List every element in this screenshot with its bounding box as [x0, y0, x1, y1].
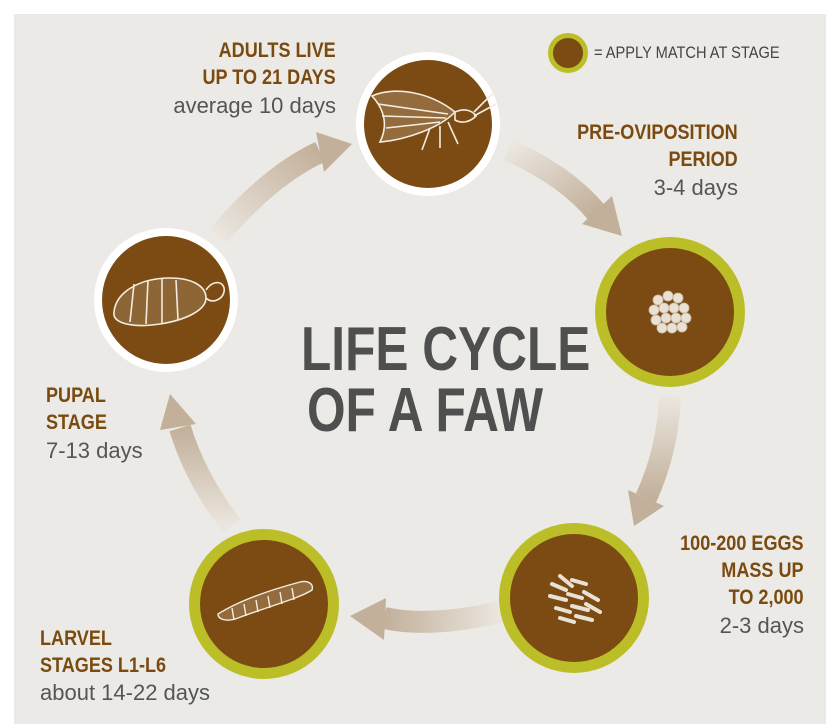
label-eggs-line-1: 100-200 EGGS [681, 533, 804, 554]
arrow-pupal-to-adult [218, 132, 352, 236]
label-preovip-line-1: PRE-OVIPOSITION [577, 122, 738, 143]
label-adults-duration: average 10 days [173, 95, 336, 117]
label-adults: ADULTS LIVE UP TO 21 DAYS average 10 day… [173, 40, 336, 117]
label-pupal-duration: 7-13 days [46, 440, 143, 462]
legend: = APPLY MATCH AT STAGE [548, 34, 810, 72]
arrow-larval-to-pupal [160, 394, 232, 526]
label-pupal-line-2: STAGE [46, 412, 129, 433]
label-eggs: 100-200 EGGS MASS UP TO 2,000 2-3 days [660, 533, 804, 637]
label-adults-line-2: UP TO 21 DAYS [196, 67, 336, 88]
stage-circle-icon [548, 33, 588, 73]
label-eggs-line-3: TO 2,000 [681, 587, 804, 608]
title-line-1: LIFE CYCLE [301, 320, 549, 381]
stage-circle-larval [189, 529, 339, 679]
label-pupal-line-1: PUPAL [46, 385, 129, 406]
label-eggs-duration: 2-3 days [660, 615, 804, 637]
title-line-2: OF A FAW [301, 381, 549, 442]
label-eggs-line-2: MASS UP [681, 560, 804, 581]
stage-circle-pupal [94, 228, 238, 372]
label-preovip-duration: 3-4 days [551, 177, 738, 199]
label-larval-line-2: STAGES L1-L6 [40, 655, 186, 676]
diagram-title: LIFE CYCLE OF A FAW [301, 320, 549, 442]
label-preovip-line-2: PERIOD [577, 149, 738, 170]
arrow-preovip-to-eggs [628, 396, 670, 526]
label-preovip: PRE-OVIPOSITION PERIOD 3-4 days [551, 122, 738, 199]
legend-text: = APPLY MATCH AT STAGE [594, 43, 780, 63]
arrow-eggs-to-larval [350, 598, 500, 640]
label-larval-line-1: LARVEL [40, 628, 186, 649]
label-adults-line-1: ADULTS LIVE [196, 40, 336, 61]
label-larval-duration: about 14-22 days [40, 682, 210, 704]
stage-circle-preovip [595, 237, 745, 387]
label-pupal: PUPAL STAGE 7-13 days [46, 385, 143, 462]
label-larval: LARVEL STAGES L1-L6 about 14-22 days [40, 628, 210, 704]
stage-circle-adults [356, 52, 500, 196]
stage-circle-eggs [499, 523, 649, 673]
